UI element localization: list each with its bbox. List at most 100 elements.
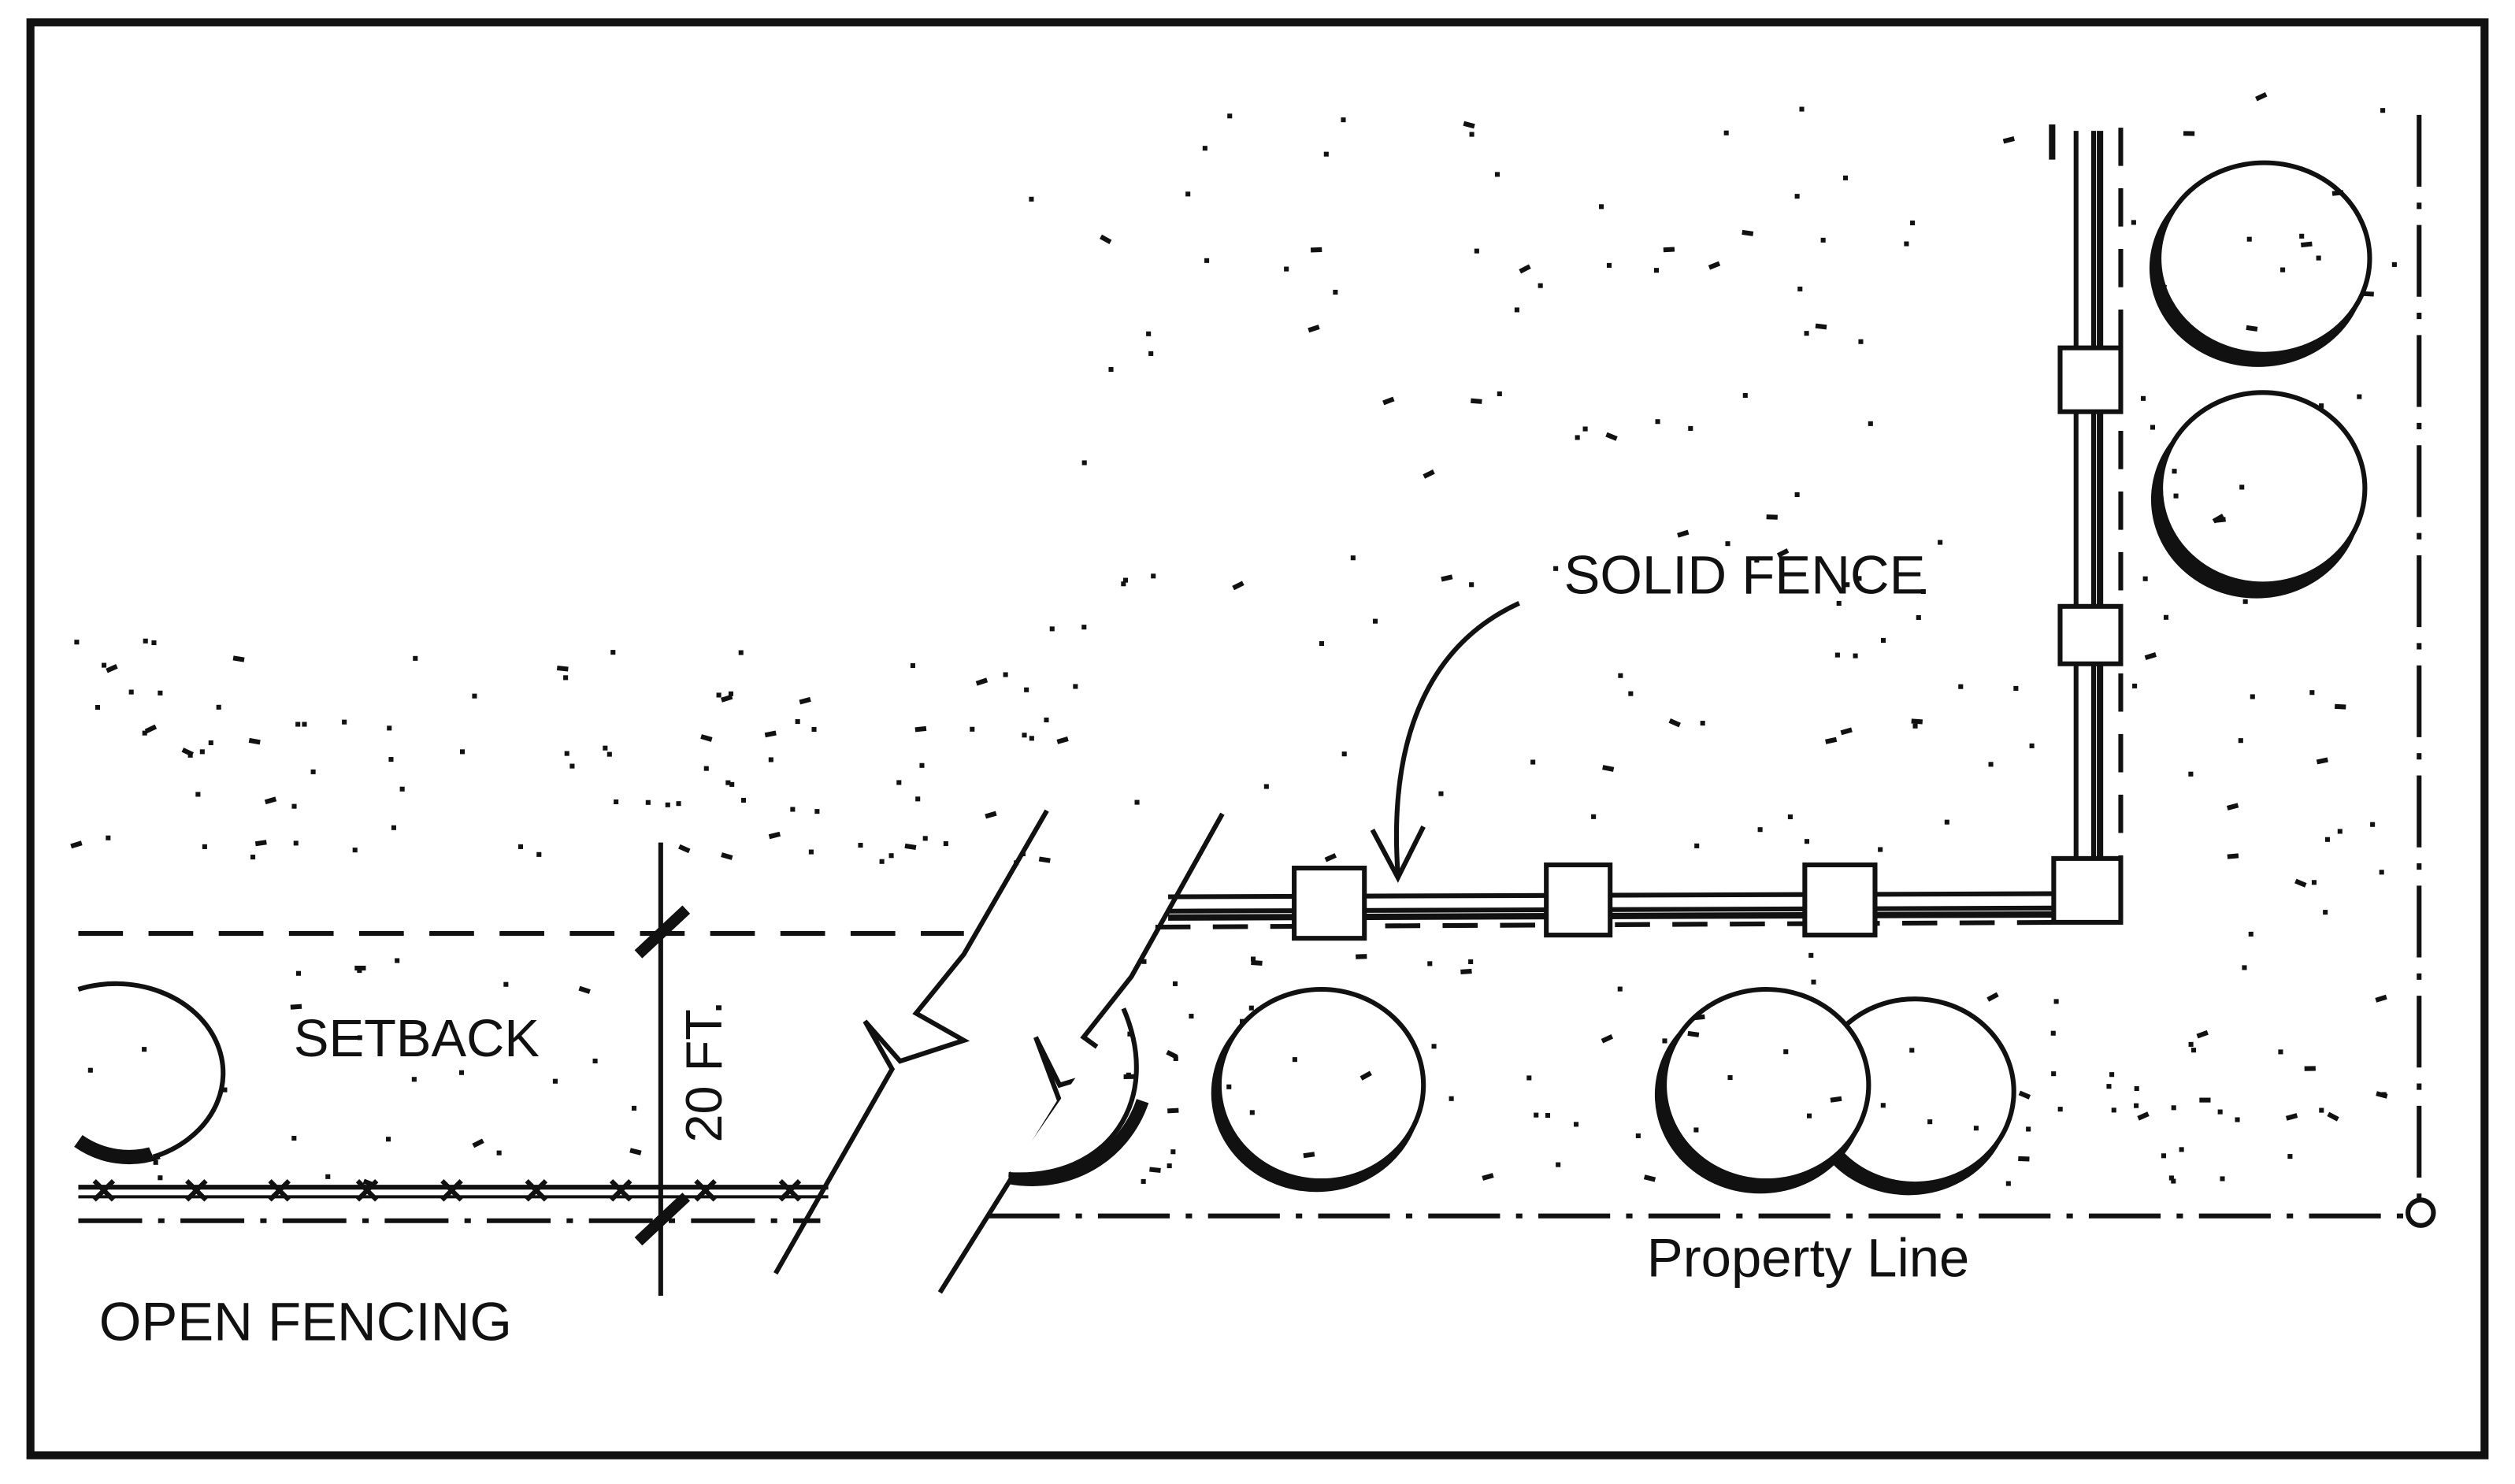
stipple-dot: [1323, 151, 1329, 157]
stipple-dot: [1868, 421, 1873, 426]
stipple-dot: [1909, 1048, 1915, 1053]
stipple-dot: [1185, 191, 1191, 197]
stipple-dot: [1694, 843, 1700, 848]
stipple-dot: [1463, 121, 1475, 129]
stipple-dot: [1538, 283, 1543, 288]
stipple-dot: [1310, 247, 1322, 253]
stipple-dot: [858, 843, 863, 848]
stipple-dot: [413, 655, 418, 661]
stipple-dot: [1825, 736, 1838, 744]
stipple-dot: [2111, 1107, 2116, 1113]
stipple-dot: [388, 757, 394, 762]
stipple-dot: [1204, 258, 1210, 263]
stipple-dot: [1024, 687, 1029, 692]
stipple-dot: [915, 796, 921, 802]
stipple-dot: [1617, 986, 1623, 992]
stipple-dot: [716, 692, 721, 698]
stipple-dot: [293, 840, 299, 846]
stipple-dot: [74, 640, 80, 645]
tree-5: [2150, 390, 2368, 599]
stipple-dot: [250, 855, 256, 860]
stipple-dot: [1545, 1113, 1551, 1119]
stipple-dot: [1146, 331, 1152, 336]
stipple-dot: [291, 1135, 297, 1141]
stipple-dot: [768, 757, 773, 762]
stipple-dot: [1553, 566, 1559, 571]
stipple-dot: [143, 638, 148, 644]
stipple-dot: [1973, 1126, 1979, 1131]
stipple-dot: [357, 968, 362, 974]
stipple-dot: [2018, 1156, 2030, 1162]
stipple-dot: [2109, 1072, 2115, 1078]
stipple-dot: [142, 1047, 147, 1052]
stipple-dot: [2379, 870, 2384, 875]
stipple-dot: [2161, 1153, 2166, 1159]
stipple-dot: [2285, 1113, 2298, 1121]
stipple-dot: [1319, 640, 1324, 647]
stipple-dot: [721, 852, 733, 860]
stipple-dot: [1628, 691, 1634, 696]
stipple-dot: [1049, 626, 1055, 632]
stipple-dot: [1840, 727, 1853, 736]
stipple-dot: [919, 762, 925, 768]
stipple-dot: [888, 853, 894, 859]
stipple-dot: [391, 825, 396, 830]
stipple-dot: [1858, 339, 1864, 344]
stipple-dot: [629, 1148, 642, 1156]
ground-stipple: [70, 91, 2397, 1188]
stipple-dot: [232, 655, 245, 662]
stipple-dot: [1606, 262, 1612, 268]
fence-posts: [1292, 345, 2124, 941]
setback-line: [78, 919, 2065, 937]
stipple-dot: [1100, 234, 1112, 244]
stipple-dot: [1482, 1173, 1494, 1181]
stipple-dot: [970, 726, 975, 732]
stipple-dot: [2191, 1048, 2197, 1053]
stipple-dot: [2199, 1097, 2211, 1103]
stipple-dot: [199, 749, 205, 755]
stipple-dot: [2173, 493, 2179, 499]
label-property-line: Property Line: [1647, 1228, 1970, 1289]
stipple-dot: [764, 730, 777, 738]
stipple-dot: [264, 796, 277, 805]
fence-x-marks: [92, 1178, 802, 1202]
stipple-dot: [1605, 432, 1618, 441]
stipple-dot: [2316, 757, 2328, 765]
stipple-dot: [1127, 1031, 1133, 1037]
stipple-dot: [1170, 1149, 1176, 1155]
stipple-dot: [2327, 1111, 2339, 1122]
stipple-dot: [703, 766, 709, 771]
stipple-dot: [1514, 307, 1519, 313]
stipple-dot: [2134, 1085, 2139, 1092]
stipple-dot: [665, 802, 670, 807]
stipple-dot: [2235, 1117, 2240, 1122]
stipple-dot: [795, 719, 800, 725]
stipple-dot: [2134, 1103, 2139, 1108]
stipple-dot: [610, 650, 616, 655]
stipple-dot: [142, 730, 147, 736]
stipple-dot: [1830, 1096, 1842, 1103]
stipple-dot: [2316, 255, 2321, 261]
stipple-dot: [2026, 1126, 2031, 1132]
stipple-dot: [1693, 1014, 1705, 1021]
stipple-dot: [1249, 1110, 1255, 1115]
stipple-dot: [1189, 1013, 1194, 1019]
tree-2: [1654, 986, 1871, 1194]
stipple-dot: [254, 840, 267, 847]
stipple-dot: [700, 734, 713, 742]
stipple-dot: [387, 725, 392, 731]
stipple-dot: [128, 689, 134, 695]
stipple-dot: [1845, 582, 1850, 588]
stipple-dot: [153, 1159, 158, 1165]
stipple-dot: [1708, 261, 1721, 270]
stipple-dot: [2188, 771, 2194, 777]
stipple-dot: [1141, 959, 1147, 964]
stipple-dot: [2050, 1030, 2056, 1036]
stipple-dot: [2057, 1107, 2063, 1112]
stipple-dot: [1029, 736, 1034, 741]
stipple-dot: [2002, 136, 2015, 144]
stipple-dot: [2311, 880, 2317, 885]
stipple-dot: [1944, 819, 1949, 825]
stipple-dot: [325, 1174, 331, 1179]
